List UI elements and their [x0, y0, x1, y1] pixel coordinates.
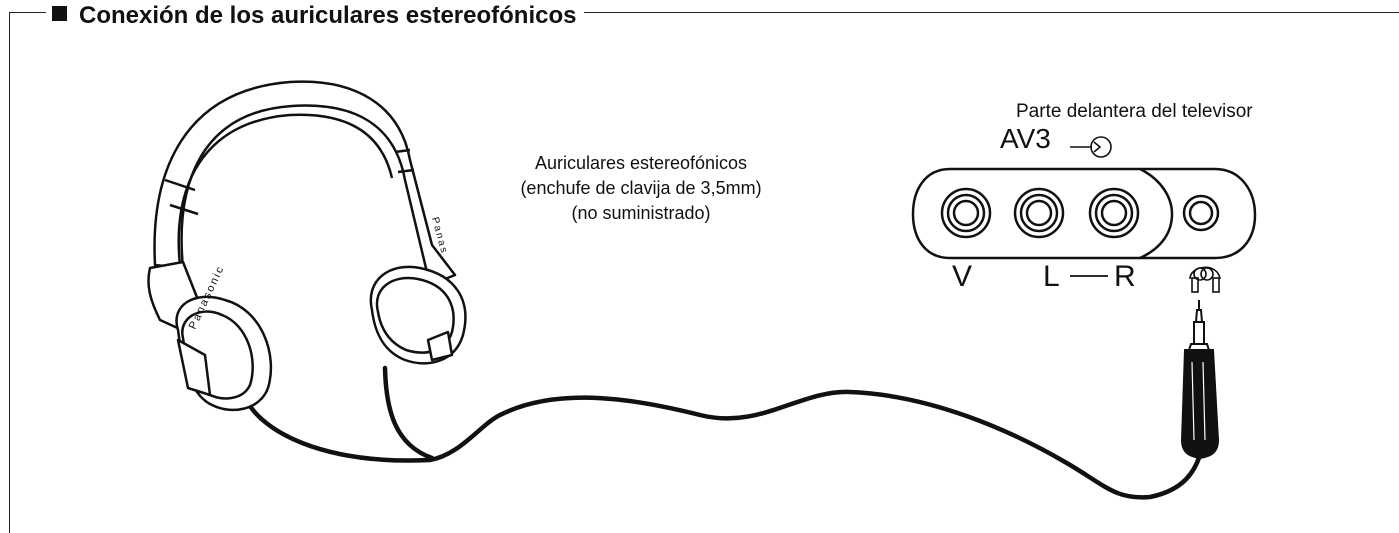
jack-v	[940, 187, 992, 239]
headphone-symbol-icon	[1189, 266, 1221, 293]
input-arrow-icon	[1070, 136, 1112, 158]
headphone-cable	[244, 389, 1203, 500]
jack-label-v: V	[952, 260, 973, 293]
bullet-square-icon	[52, 6, 67, 21]
headphones-caption: Auriculares estereofónicos (enchufe de c…	[520, 153, 762, 223]
tv-front-caption: Parte delantera del televisor	[1016, 101, 1253, 122]
headphone-cable-right	[382, 365, 435, 461]
tv-panel-drawing	[911, 136, 1257, 293]
tv-front-panel	[911, 167, 1257, 260]
headphones-drawing	[147, 80, 467, 412]
section-frame: Conexión de los auriculares estereofónic…	[9, 3, 1399, 533]
jack-headphone	[1182, 194, 1220, 232]
connection-diagram: Panasonic Panas	[147, 80, 1257, 500]
jack-r	[1088, 187, 1140, 239]
av3-label: AV3	[1000, 123, 1051, 154]
headphone-plug-drawing	[1180, 300, 1220, 460]
section-title: Conexión de los auriculares estereofónic…	[46, 3, 585, 29]
jack-l	[1013, 187, 1065, 239]
jack-label-r: R	[1114, 260, 1136, 293]
jack-label-l: L	[1043, 260, 1060, 293]
